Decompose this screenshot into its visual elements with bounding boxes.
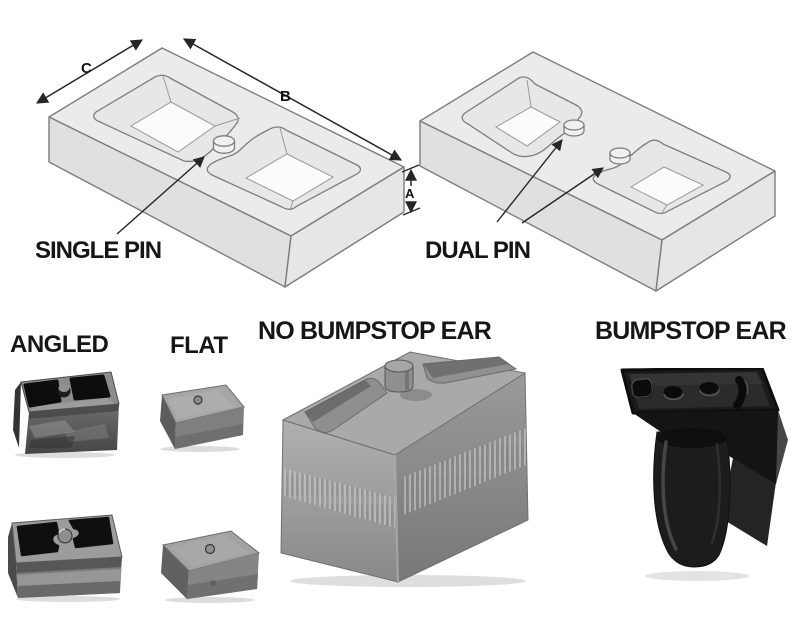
bumpstop-ear-photo bbox=[620, 368, 788, 581]
flat-block-photo-1 bbox=[160, 384, 245, 452]
flat-label: FLAT bbox=[170, 332, 228, 359]
dim-label-c: C bbox=[81, 60, 92, 77]
dual-pin-block-drawing bbox=[419, 51, 776, 292]
dimension-arrow-c bbox=[35, 39, 144, 104]
angled-block-photo-2 bbox=[8, 514, 123, 602]
dual-pin-leader-arrow-2 bbox=[521, 167, 604, 224]
single-pin-label: SINGLE PIN bbox=[35, 237, 162, 264]
angled-block-photo-1 bbox=[13, 371, 120, 458]
dimension-arrow-a bbox=[401, 164, 421, 216]
bumpstop-ear-label: BUMPSTOP EAR bbox=[595, 317, 787, 345]
dual-pin-cylinder-2 bbox=[609, 147, 631, 165]
single-pin-cylinder bbox=[212, 135, 236, 154]
dual-pin-label: DUAL PIN bbox=[425, 237, 531, 264]
single-pin-leader-arrow bbox=[116, 156, 205, 235]
dual-pin-leader-arrow-1 bbox=[496, 139, 563, 223]
no-bumpstop-ear-photo bbox=[280, 351, 529, 587]
dim-label-a: A bbox=[405, 186, 415, 201]
angled-label: ANGLED bbox=[10, 331, 109, 358]
dimension-arrow-b bbox=[182, 38, 403, 161]
flat-block-photo-2 bbox=[161, 530, 261, 603]
dual-pin-cylinder-1 bbox=[563, 119, 585, 137]
dim-label-b: B bbox=[280, 88, 291, 105]
lift-block-diagrams bbox=[35, 38, 776, 292]
no-bumpstop-ear-label: NO BUMPSTOP EAR bbox=[258, 317, 492, 345]
